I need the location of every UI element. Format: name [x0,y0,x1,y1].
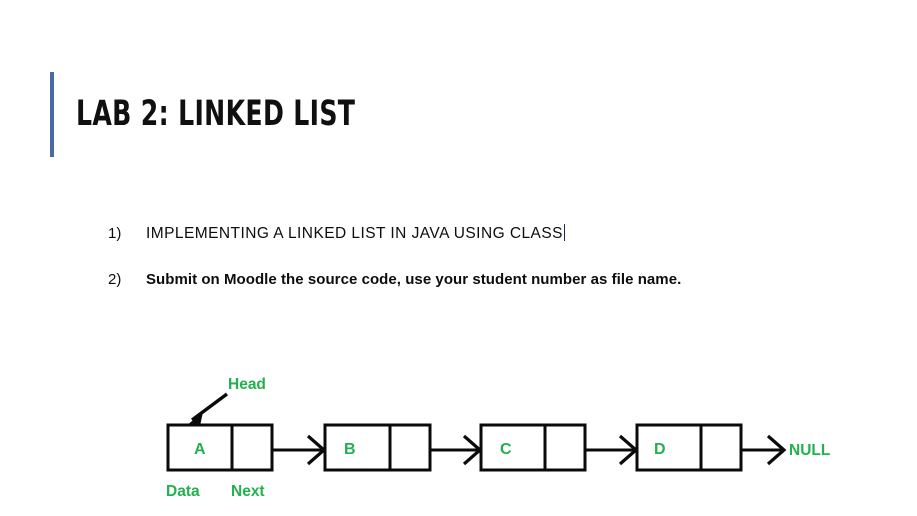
link-arrowhead [462,434,483,466]
page-title[interactable]: LAB 2: LINKED LIST [76,94,356,134]
list-item[interactable]: 2) Submit on Moodle the source code, use… [108,271,868,288]
list-item-label: Submit on Moodle the source code, use yo… [146,271,682,288]
list-node[interactable]: A [166,423,274,472]
list-item-text-wrap[interactable]: IMPLEMENTING A LINKED LIST IN JAVA USING… [146,224,565,243]
link-arrowhead [618,434,639,466]
list-item-marker: 2) [108,271,122,288]
list-node[interactable]: D [635,423,743,472]
list-node[interactable]: B [323,423,432,472]
node-box [479,423,587,472]
head-pointer-line [190,392,229,422]
next-field-label: Next [231,483,265,500]
list-item-marker: 1) [108,225,122,242]
list-item-label: IMPLEMENTING A LINKED LIST IN JAVA USING… [146,225,563,242]
node-value: C [500,441,512,458]
link-arrowhead [766,434,787,466]
node-value: D [654,441,666,458]
list-item[interactable]: 1) IMPLEMENTING A LINKED LIST IN JAVA US… [108,224,868,243]
head-label: Head [228,376,266,393]
node-value: A [194,441,206,458]
node-value: B [344,441,356,458]
null-terminator-label: NULL [789,442,830,459]
node-box [166,423,274,472]
list-node[interactable]: C [479,423,587,472]
text-cursor-caret [563,224,565,241]
link-arrowhead [306,434,327,466]
node-box [635,423,743,472]
data-field-label: Data [166,483,200,500]
node-box [323,423,432,472]
content-list[interactable]: 1) IMPLEMENTING A LINKED LIST IN JAVA US… [108,224,868,312]
head-pointer-arrowhead [186,412,203,426]
title-accent-bar [50,72,54,157]
